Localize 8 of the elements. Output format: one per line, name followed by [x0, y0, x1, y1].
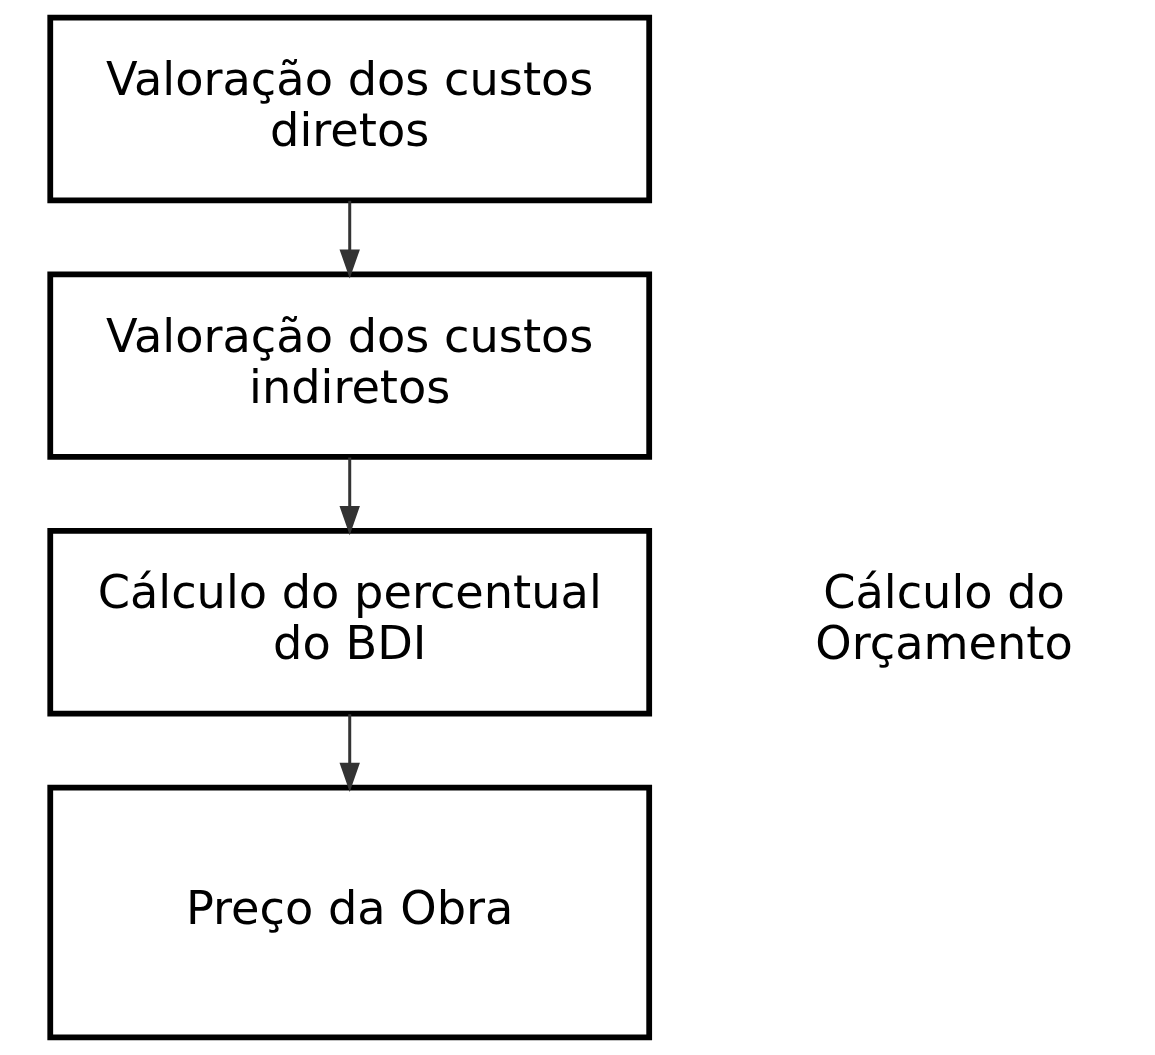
label: Cálculo do Orçamento: [815, 565, 1073, 671]
node-box: Preço da Obra: [47, 784, 653, 1041]
arrow: [339, 200, 360, 279]
node-box: Valoração dos custos diretos: [47, 14, 653, 204]
arrow: [339, 457, 360, 536]
node-box: Cálculo do percentual do BDI: [47, 528, 653, 717]
node-box: Valoração dos custos indiretos: [47, 271, 653, 460]
arrow: [339, 714, 360, 793]
